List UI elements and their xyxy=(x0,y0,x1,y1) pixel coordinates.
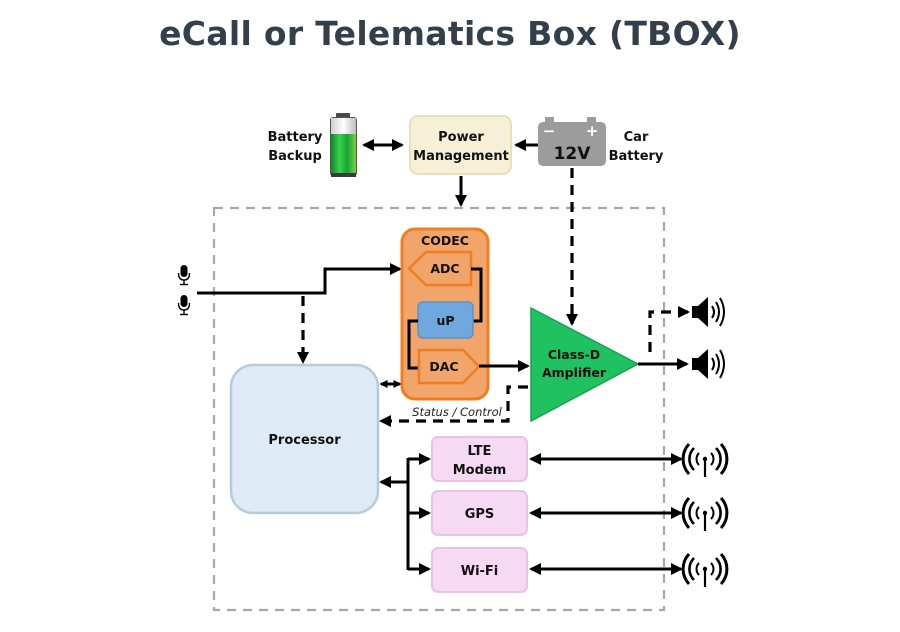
up-to-dac-connector xyxy=(407,319,420,370)
lte-modem-label-line2: Modem xyxy=(453,463,507,478)
amplifier-label-line2: Amplifier xyxy=(542,365,607,380)
antenna-icon xyxy=(681,552,729,587)
power-management-label-line1: Power xyxy=(438,130,484,145)
dac-label: DAC xyxy=(429,359,458,374)
battery-backup-label: Battery Backup xyxy=(268,130,323,164)
car-battery-label-line2: Battery xyxy=(609,149,664,164)
battery-icon xyxy=(330,113,357,177)
codec-block: CODEC ADC uP DAC xyxy=(400,227,490,401)
car-battery-label-line1: Car xyxy=(624,130,649,145)
amplifier-label-line1: Class-D xyxy=(548,347,600,362)
up-label: uP xyxy=(436,313,454,328)
adc-block: ADC xyxy=(407,250,473,287)
car-battery-voltage: 12V xyxy=(554,144,592,164)
power-management-label-line2: Management xyxy=(413,149,509,164)
car-battery-icon: − + 12V xyxy=(538,117,606,166)
gps-label: GPS xyxy=(465,507,495,522)
codec-label: CODEC xyxy=(421,233,469,248)
adc-to-up-connector xyxy=(471,267,483,323)
class-d-amplifier-block: Class-D Amplifier xyxy=(530,306,640,423)
speaker-icon xyxy=(692,349,725,379)
dac-block: DAC xyxy=(417,348,481,385)
lte-modem-label-line1: LTE xyxy=(468,444,492,459)
battery-backup-label-line1: Battery xyxy=(268,130,323,145)
battery-minus-sign: − xyxy=(543,122,556,140)
power-management-block: Power Management xyxy=(409,115,512,175)
microphone-icon xyxy=(177,265,191,286)
lte-modem-block: LTE Modem xyxy=(431,436,528,482)
diagram-title: eCall or Telematics Box (TBOX) xyxy=(159,14,741,53)
up-block: uP xyxy=(417,301,474,339)
battery-plus-sign: + xyxy=(586,122,599,140)
battery-backup-label-line2: Backup xyxy=(268,149,322,164)
status-control-label: Status / Control xyxy=(412,405,502,419)
car-battery-label: Car Battery xyxy=(609,130,664,164)
wifi-block: Wi-Fi xyxy=(431,547,528,593)
antenna-icon xyxy=(681,442,729,477)
status-control-dashed-connector xyxy=(379,385,528,427)
microphone-to-adc-connector xyxy=(197,263,402,295)
antenna-icon xyxy=(681,496,729,531)
speaker-icon xyxy=(692,297,725,327)
wifi-label: Wi-Fi xyxy=(461,564,499,579)
processor-block: Processor xyxy=(229,363,380,515)
gps-block: GPS xyxy=(431,490,528,536)
amplifier-to-speaker-dashed xyxy=(648,306,690,352)
tbox-container-boundary xyxy=(212,206,666,612)
processor-label: Processor xyxy=(268,433,341,448)
microphone-icon xyxy=(177,295,191,316)
adc-label: ADC xyxy=(430,261,459,276)
